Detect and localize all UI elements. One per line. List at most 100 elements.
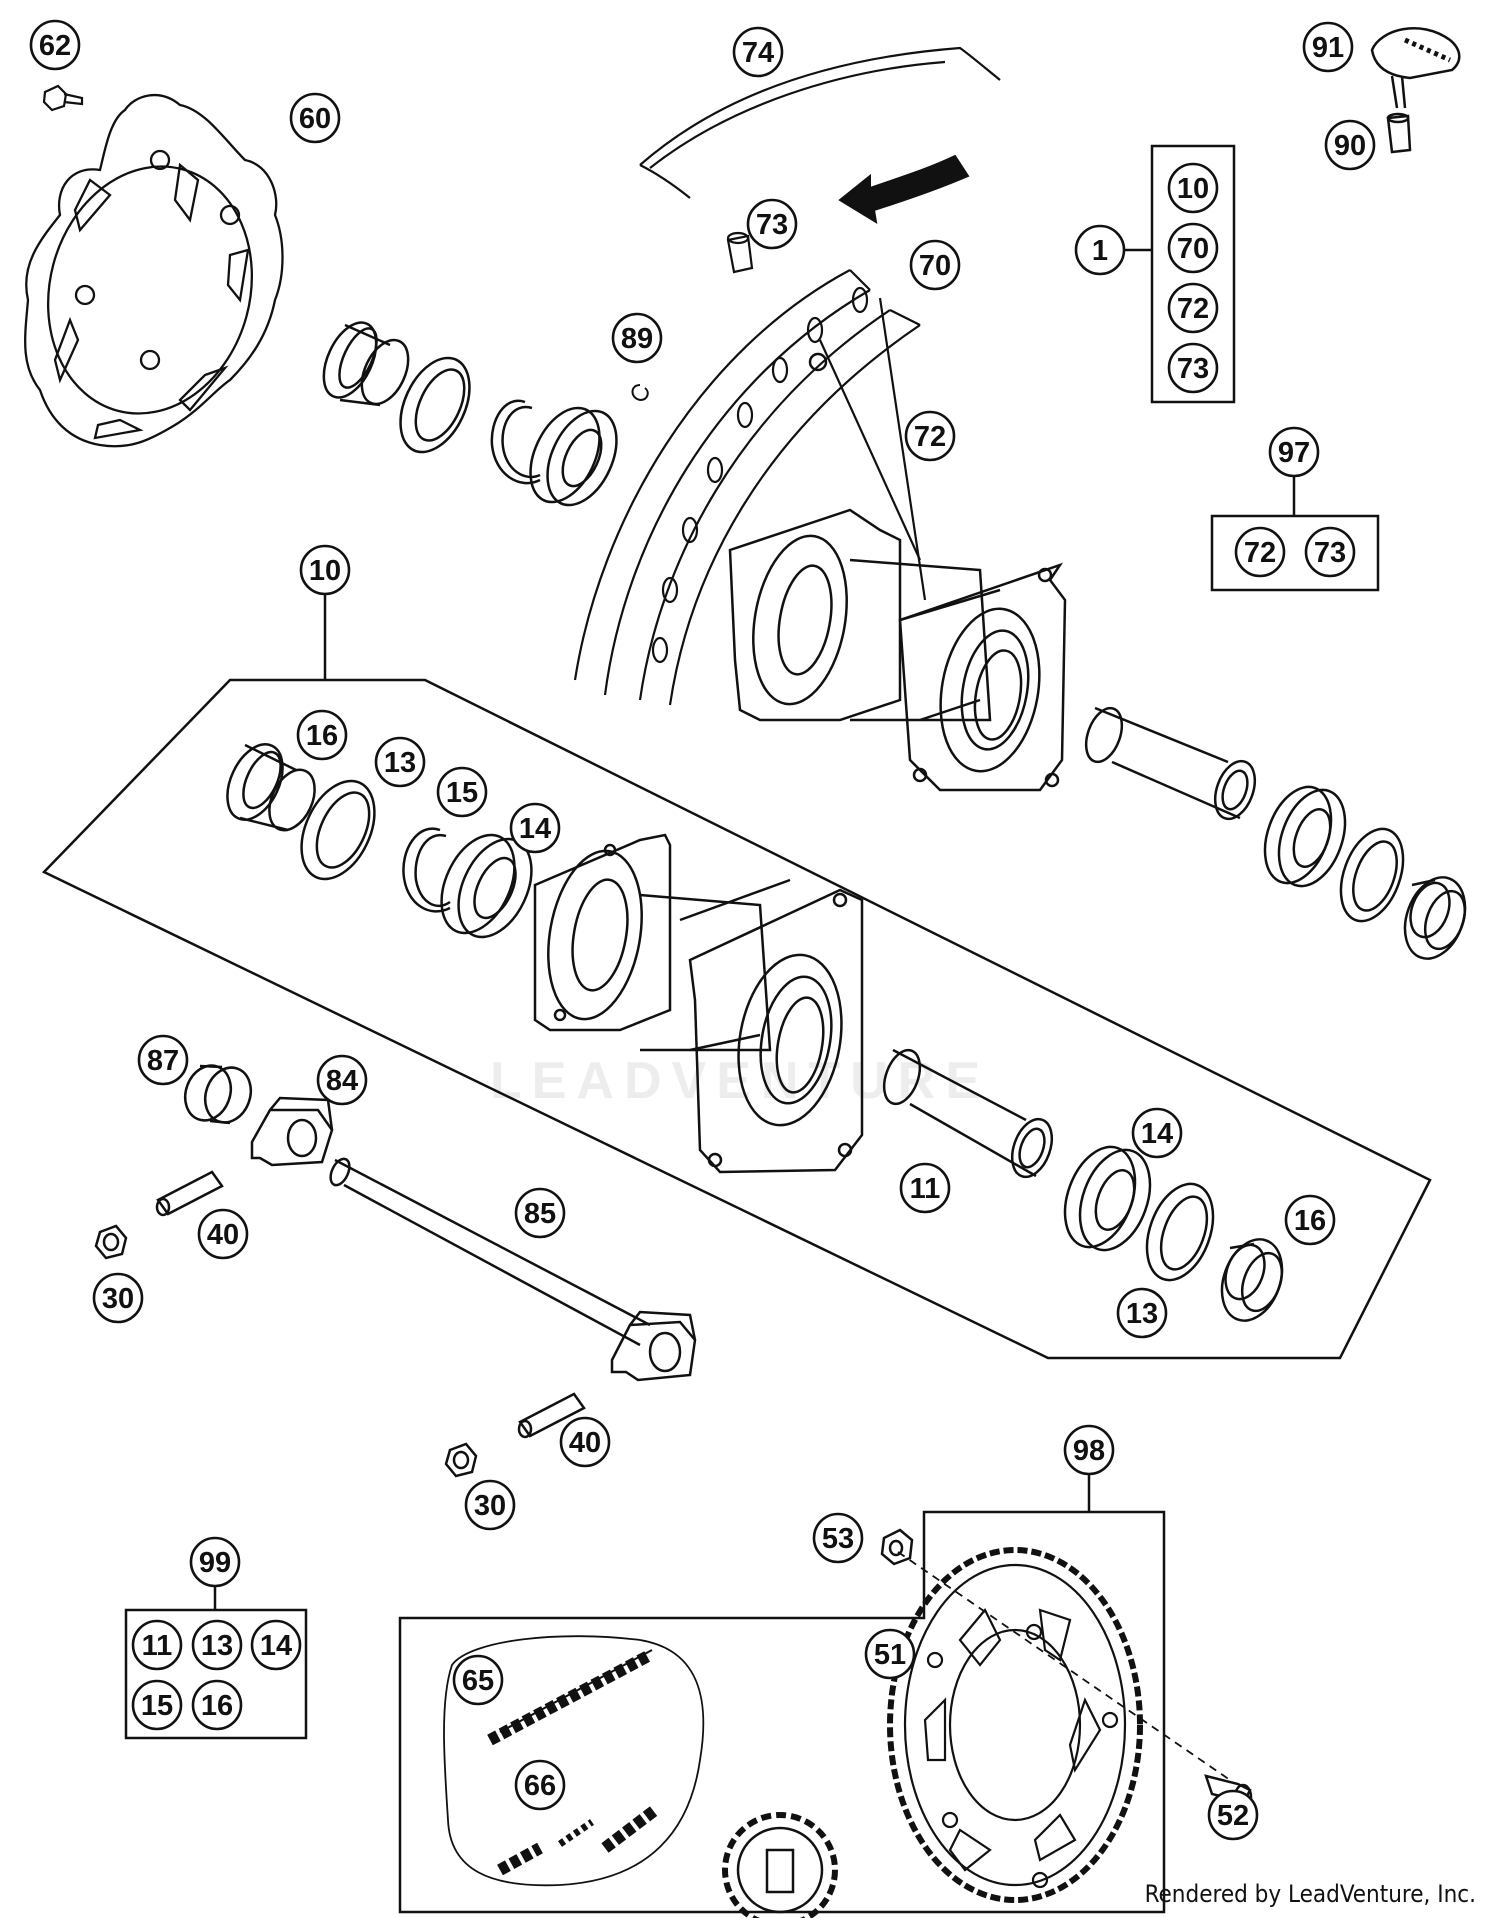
callout-circle [464, 1479, 516, 1531]
callout-circle [1167, 162, 1219, 214]
callout-70: 70 [1167, 222, 1219, 274]
callout-label: 97 [1278, 437, 1310, 469]
callout-circle [899, 1162, 951, 1214]
callout-circle [1167, 222, 1219, 274]
callout-label: 15 [141, 1690, 173, 1722]
callout-label: 60 [299, 103, 331, 135]
callout-73: 73 [1304, 526, 1356, 578]
callout-circle [1234, 526, 1286, 578]
callout-label: 89 [621, 323, 653, 355]
callout-72: 72 [904, 410, 956, 462]
callout-circle [909, 239, 961, 291]
callout-circle [191, 1619, 243, 1671]
callout-16: 16 [1284, 1194, 1336, 1246]
spacer-bushing [1220, 1238, 1284, 1322]
callout-label: 40 [207, 1219, 239, 1251]
callout-circle [131, 1679, 183, 1731]
bolt-centerline [897, 1551, 1231, 1781]
callout-51: 51 [864, 1628, 916, 1680]
callout-14: 14 [1131, 1107, 1183, 1159]
front-sprocket [722, 1812, 838, 1918]
callout-circle [746, 198, 798, 250]
brake-disc [24, 94, 284, 448]
callout-30: 30 [464, 1479, 516, 1531]
callout-11: 11 [899, 1162, 951, 1214]
drive-chain [443, 1635, 705, 1887]
callout-label: 73 [1177, 353, 1209, 385]
callout-10: 10 [299, 544, 351, 596]
callout-circle [1074, 224, 1126, 276]
callout-65: 65 [452, 1654, 504, 1706]
adjuster-bolt [517, 1392, 586, 1439]
callout-label: 72 [1177, 293, 1209, 325]
nut [94, 1224, 128, 1260]
callout-label: 70 [1177, 233, 1209, 265]
callout-73: 73 [1167, 342, 1219, 394]
callout-40: 40 [197, 1208, 249, 1260]
callout-99: 99 [189, 1536, 241, 1588]
callout-circle [299, 544, 351, 596]
callout-30: 30 [92, 1272, 144, 1324]
chain-adjuster [610, 1310, 697, 1382]
callout-circle [812, 1512, 864, 1564]
callout-53: 53 [812, 1512, 864, 1564]
callout-label: 14 [1141, 1118, 1173, 1150]
callout-97: 97 [1268, 426, 1320, 478]
callout-circle [509, 802, 561, 854]
callout-label: 14 [260, 1630, 292, 1662]
rim [573, 269, 927, 706]
callout-13: 13 [1116, 1287, 1168, 1339]
callout-14: 14 [250, 1619, 302, 1671]
callout-label: 51 [874, 1639, 906, 1671]
callout-1: 1 [1074, 224, 1126, 276]
callout-circle [92, 1272, 144, 1324]
small-ring [631, 384, 649, 402]
callout-circle [1063, 1424, 1115, 1476]
kit-box-1 [1150, 144, 1236, 404]
bolt [42, 84, 84, 112]
wheel-hub [533, 833, 864, 1174]
callout-circle [1167, 342, 1219, 394]
callout-14: 14 [509, 802, 561, 854]
callout-circle [289, 92, 341, 144]
callout-circle [1304, 526, 1356, 578]
shaft-seal [1339, 827, 1405, 923]
callout-label: 65 [462, 1665, 494, 1697]
callout-circle [514, 1187, 566, 1239]
spacer-bushing [183, 1064, 253, 1125]
sprocket-nut [880, 1528, 914, 1566]
shaft-seal [1145, 1182, 1215, 1282]
callout-circle [131, 1619, 183, 1671]
callout-label: 16 [1294, 1205, 1326, 1237]
callout-circle [904, 410, 956, 462]
callout-label: 62 [39, 30, 71, 62]
callout-60: 60 [289, 92, 341, 144]
callout-circle [452, 1654, 504, 1706]
callout-label: 85 [524, 1198, 556, 1230]
callout-circle [436, 766, 488, 818]
ball-bearing [1063, 1145, 1152, 1252]
ball-bearing [529, 406, 618, 507]
callout-13: 13 [191, 1619, 243, 1671]
callout-label: 53 [822, 1523, 854, 1555]
direction-arrow-icon [838, 154, 970, 224]
callout-label: 70 [919, 250, 951, 282]
callout-11: 11 [131, 1619, 183, 1671]
callout-circle [137, 1034, 189, 1086]
shaft-seal [399, 356, 471, 454]
spoke-nipple [808, 352, 828, 372]
callout-label: 11 [142, 1630, 173, 1662]
callout-label: 66 [524, 1770, 556, 1802]
callout-label: 72 [914, 421, 946, 453]
callout-89: 89 [611, 312, 663, 364]
spacer-bushing [226, 743, 316, 832]
callout-16: 16 [296, 709, 348, 761]
group-outline-98 [398, 1510, 1166, 1914]
axle-spacer [1084, 706, 1257, 821]
callout-13: 13 [374, 736, 426, 788]
callout-40: 40 [559, 1416, 611, 1468]
callout-circle [732, 26, 784, 78]
callout-label: 1 [1092, 235, 1108, 267]
callout-circle [611, 312, 663, 364]
